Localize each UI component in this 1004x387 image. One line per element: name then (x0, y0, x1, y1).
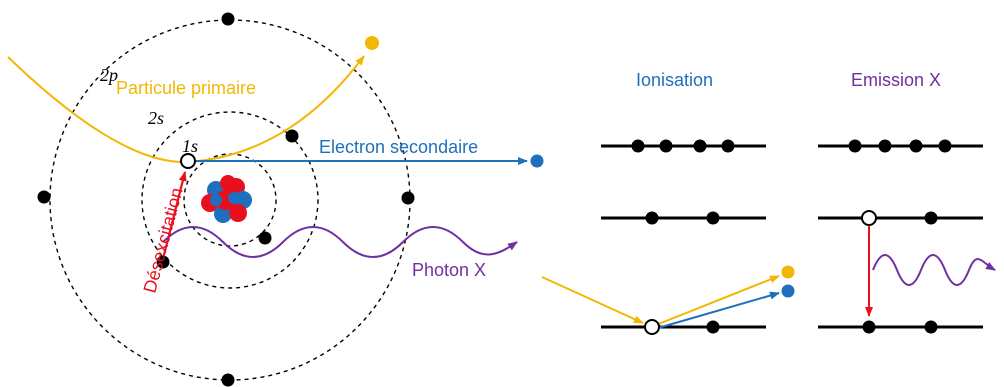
ionisation-panel: Ionisation (541, 70, 795, 335)
electron (938, 139, 952, 153)
electron-2p-left (37, 190, 51, 204)
electron (706, 320, 720, 334)
vacancy-1s (180, 153, 196, 169)
electron-2s-upper (285, 129, 299, 143)
photon-wave (162, 226, 518, 258)
primary-particle-label: Particule primaire (116, 78, 256, 98)
electron-2p-top (221, 12, 235, 26)
ionisation-primary-particle (781, 265, 795, 279)
nucleus-icon (201, 175, 252, 223)
emission-vacancy (861, 210, 877, 226)
electron-2p-right (401, 191, 415, 205)
primary-particle-icon (365, 36, 379, 50)
electron (631, 139, 645, 153)
emission-panel: Emission X (818, 70, 996, 334)
electron (721, 139, 735, 153)
ionisation-incoming-arrow (541, 276, 644, 324)
ionisation-secondary-arrow (657, 291, 780, 329)
ionisation-secondary-electron (781, 284, 795, 298)
photon-label: Photon X (412, 260, 486, 280)
ionisation-outgoing-primary-arrow (655, 275, 780, 326)
emission-electron-filled (862, 320, 876, 334)
electron (848, 139, 862, 153)
electron (909, 139, 923, 153)
ionisation-title: Ionisation (636, 70, 713, 90)
electron-1s (258, 231, 272, 245)
electron (878, 139, 892, 153)
desexcitation-label: Désexcitation (140, 185, 187, 295)
shell-2s (141, 111, 319, 289)
electron (924, 320, 938, 334)
desexcitation-arrow (162, 171, 187, 256)
electron-2p-bottom (221, 373, 235, 387)
secondary-electron-label: Electron secondaire (319, 137, 478, 157)
secondary-electron-icon (530, 154, 544, 168)
ionisation-vacancy (644, 319, 660, 335)
electron-2s-lower (156, 255, 170, 269)
shell-label-2s: 2s (148, 108, 164, 128)
shell-label-2p: 2p (100, 65, 118, 85)
electron (706, 211, 720, 225)
electron (645, 211, 659, 225)
electron (659, 139, 673, 153)
electron (693, 139, 707, 153)
atom-model: 2p 2s 1s Particule primaire Electron sec… (7, 12, 544, 387)
electron (924, 211, 938, 225)
emission-title: Emission X (851, 70, 941, 90)
shell-label-1s: 1s (182, 136, 198, 156)
emission-photon-wave (872, 254, 996, 286)
